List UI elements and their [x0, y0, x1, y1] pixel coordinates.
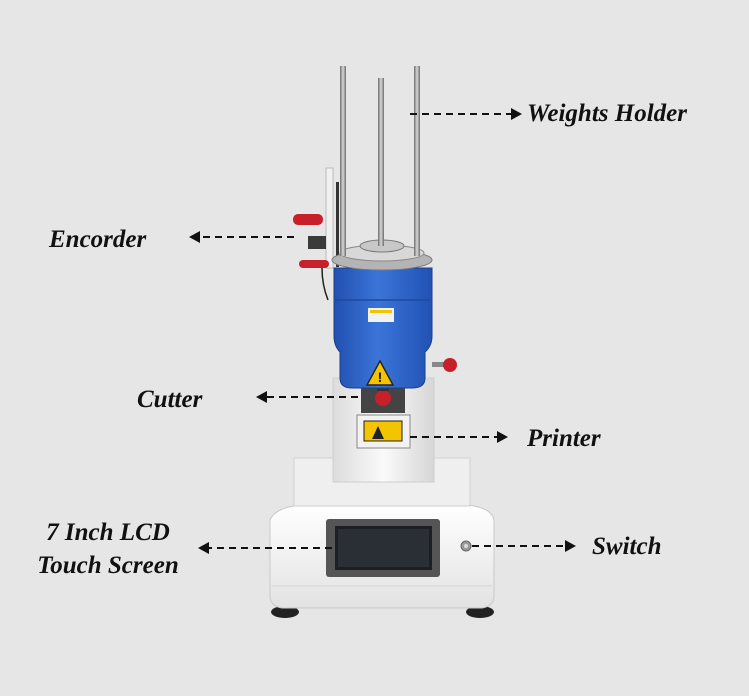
cutter-unit — [361, 385, 405, 413]
printer-unit — [356, 414, 411, 449]
arrow-right-icon — [497, 431, 508, 443]
arrow-right-icon — [565, 540, 576, 552]
label-cutter: Cutter — [137, 386, 203, 413]
label-printer: Printer — [527, 425, 601, 452]
label-lcd-touch-screen: 7 Inch LCD Touch Screen — [22, 516, 194, 582]
arrow-right-icon — [511, 108, 522, 120]
label-weights-holder: Weights Holder — [527, 100, 687, 127]
blue-furnace-body: ! — [333, 267, 433, 389]
weights-holder-rods — [340, 66, 420, 256]
side-knob — [432, 358, 457, 372]
label-lcd-line2: Touch Screen — [37, 552, 179, 579]
arrow-left-icon — [198, 542, 209, 554]
label-switch: Switch — [592, 533, 662, 560]
top-plate — [331, 239, 433, 271]
power-switch — [460, 540, 472, 552]
arrow-left-icon — [256, 391, 267, 403]
svg-text:!: ! — [378, 369, 383, 385]
arrow-left-icon — [189, 231, 200, 243]
encoder-assembly — [293, 167, 339, 301]
label-encorder: Encorder — [49, 226, 147, 253]
label-lcd-line1: 7 Inch LCD — [46, 519, 170, 546]
lcd-touch-screen — [326, 519, 440, 577]
